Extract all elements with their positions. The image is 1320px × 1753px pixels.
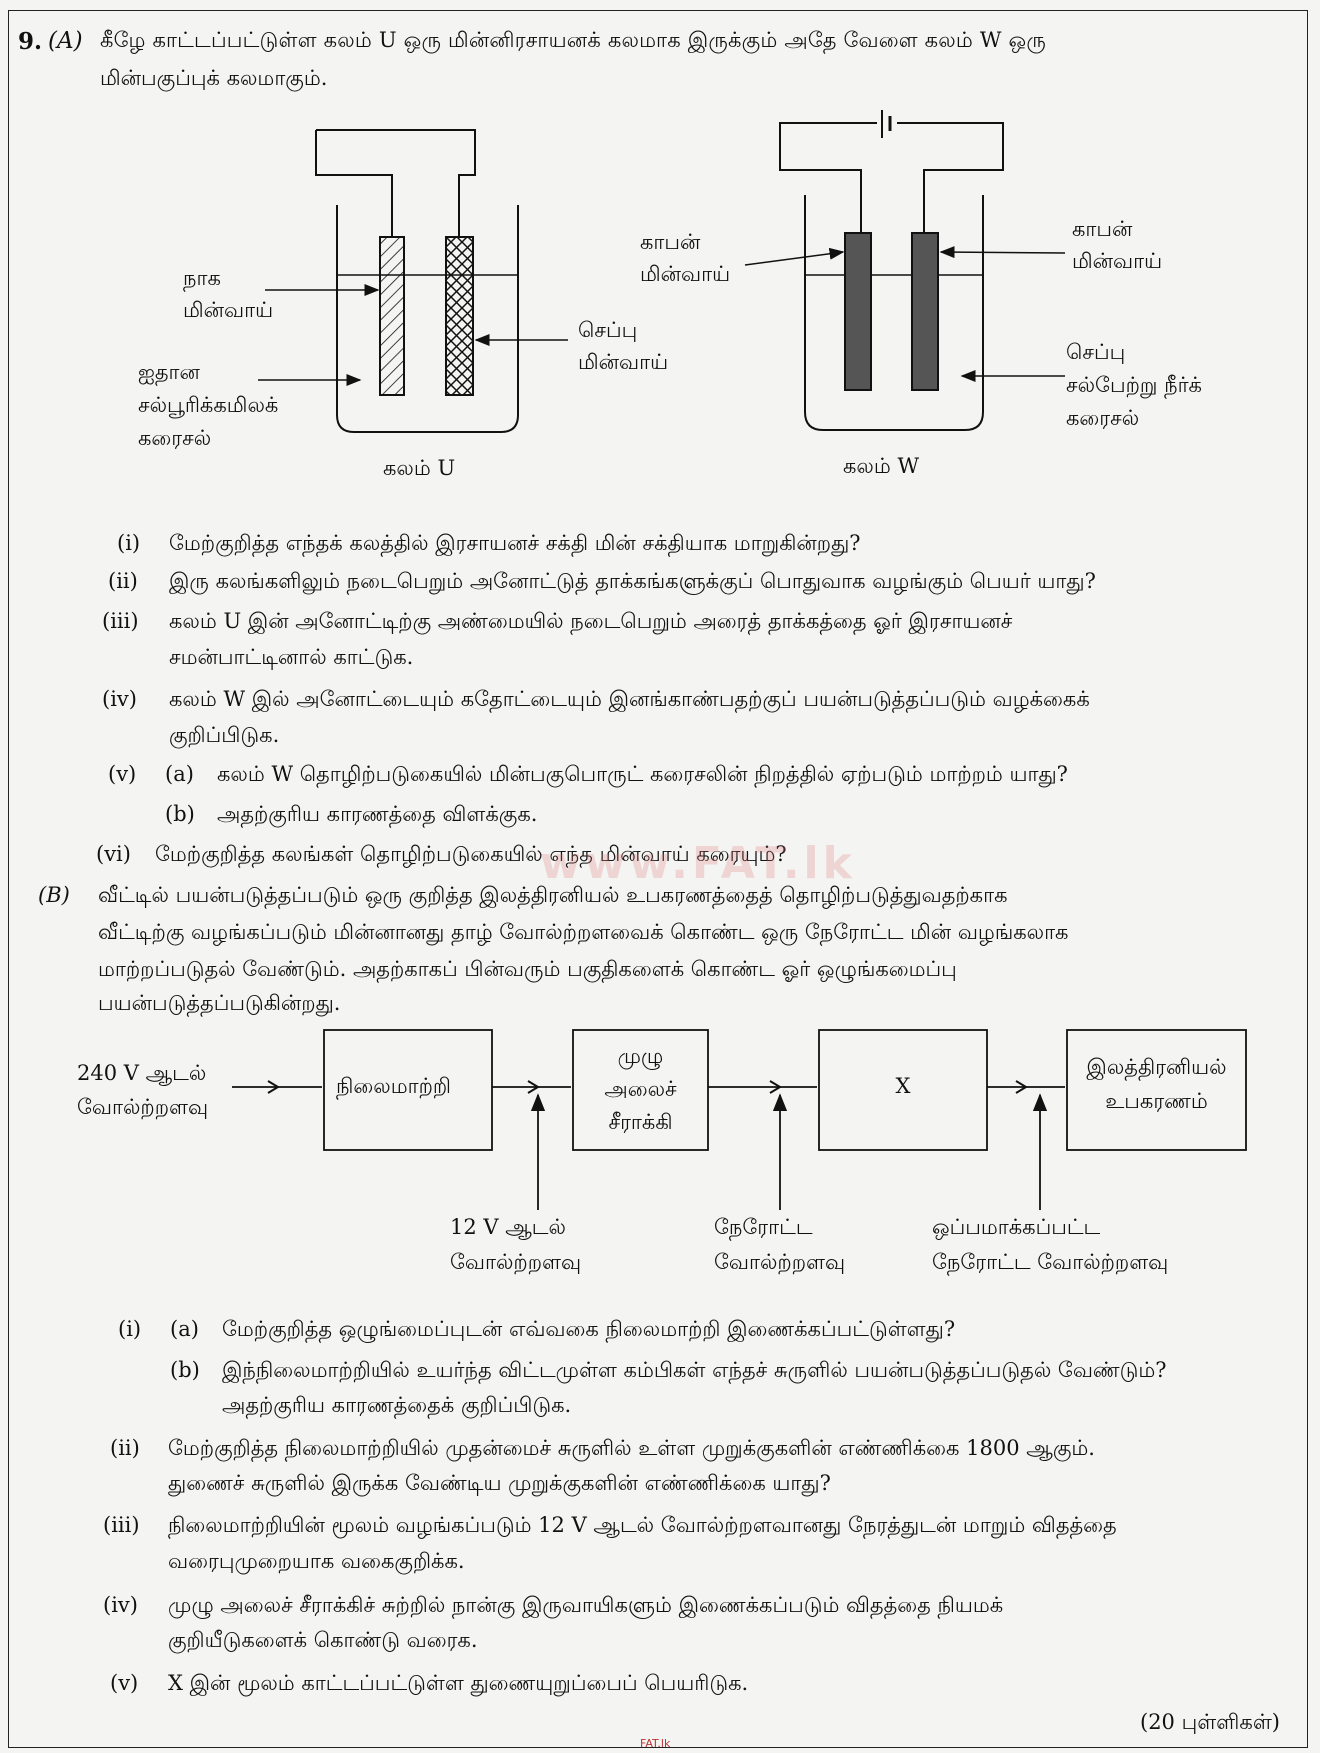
x-label: X [895,1074,911,1098]
part-b-label: (B) [38,883,70,907]
transformer-block [323,1029,493,1151]
part-a-intro-line1: கீழே காட்டப்பட்டுள்ள கலம் U ஒரு மின்னிரச… [100,28,1046,52]
carbon-electrode-left-label: காபன் மின்வாய் [640,230,731,286]
electrochemical-cells-diagram [258,110,1066,433]
zinc-electrode-label: நாக மின்வாய் [183,266,274,322]
copper-sulphate-solution-label: செப்பு சல்பேற்று நீர்க் கரைசல் [1066,340,1202,430]
zinc-electrode [379,236,405,396]
copper-electrode-label: செப்பு மின்வாய் [578,318,669,374]
cell-w-caption: கலம் W [843,454,920,478]
transformer-label: நிலைமாற்றி [336,1074,451,1098]
part-a-intro-line2: மின்பகுப்புக் கலமாகும். [100,66,328,90]
watermark: www.FAT.lk [540,838,856,889]
carbon-electrode-right-label: காபன் மின்வாய் [1072,217,1163,273]
cell-w [744,110,1066,431]
input-voltage-label: 240 V ஆடல் வோல்ற்றளவு [77,1061,209,1119]
electronic-device-label: இலத்திரனியல் உபகரணம் [1086,1055,1227,1113]
electronic-device-block [1066,1029,1247,1151]
smoothed-dc-label: ஒப்பமாக்கப்பட்ட நேரோட்ட வோல்ற்றளவு [932,1215,1169,1274]
dilute-sulphuric-acid-label: ஐதான சல்பூரிக்கமிலக் கரைசல் [138,360,279,450]
rectifier-block [572,1029,709,1151]
cell-u [258,129,568,433]
marks-label: (20 புள்ளிகள்) [1140,1710,1280,1734]
copper-electrode [445,236,474,396]
question-number: 9. [18,28,43,55]
question-frame [8,10,1308,1748]
dc-voltage-label: நேரோட்ட வோல்ற்றளவு [714,1215,846,1274]
cell-u-caption: கலம் U [383,456,456,480]
x-block [818,1029,988,1151]
footer-source: FAT.lk [640,1737,671,1750]
carbon-electrode-left [844,232,872,391]
power-supply-block-diagram [232,1029,1247,1210]
part-a-label: (A) [48,28,83,54]
full-wave-rectifier-label: முழு அலைச் சீராக்கி [604,1044,677,1134]
ac-12v-label: 12 V ஆடல் வோல்ற்றளவு [450,1215,582,1274]
carbon-electrode-right [911,232,939,391]
